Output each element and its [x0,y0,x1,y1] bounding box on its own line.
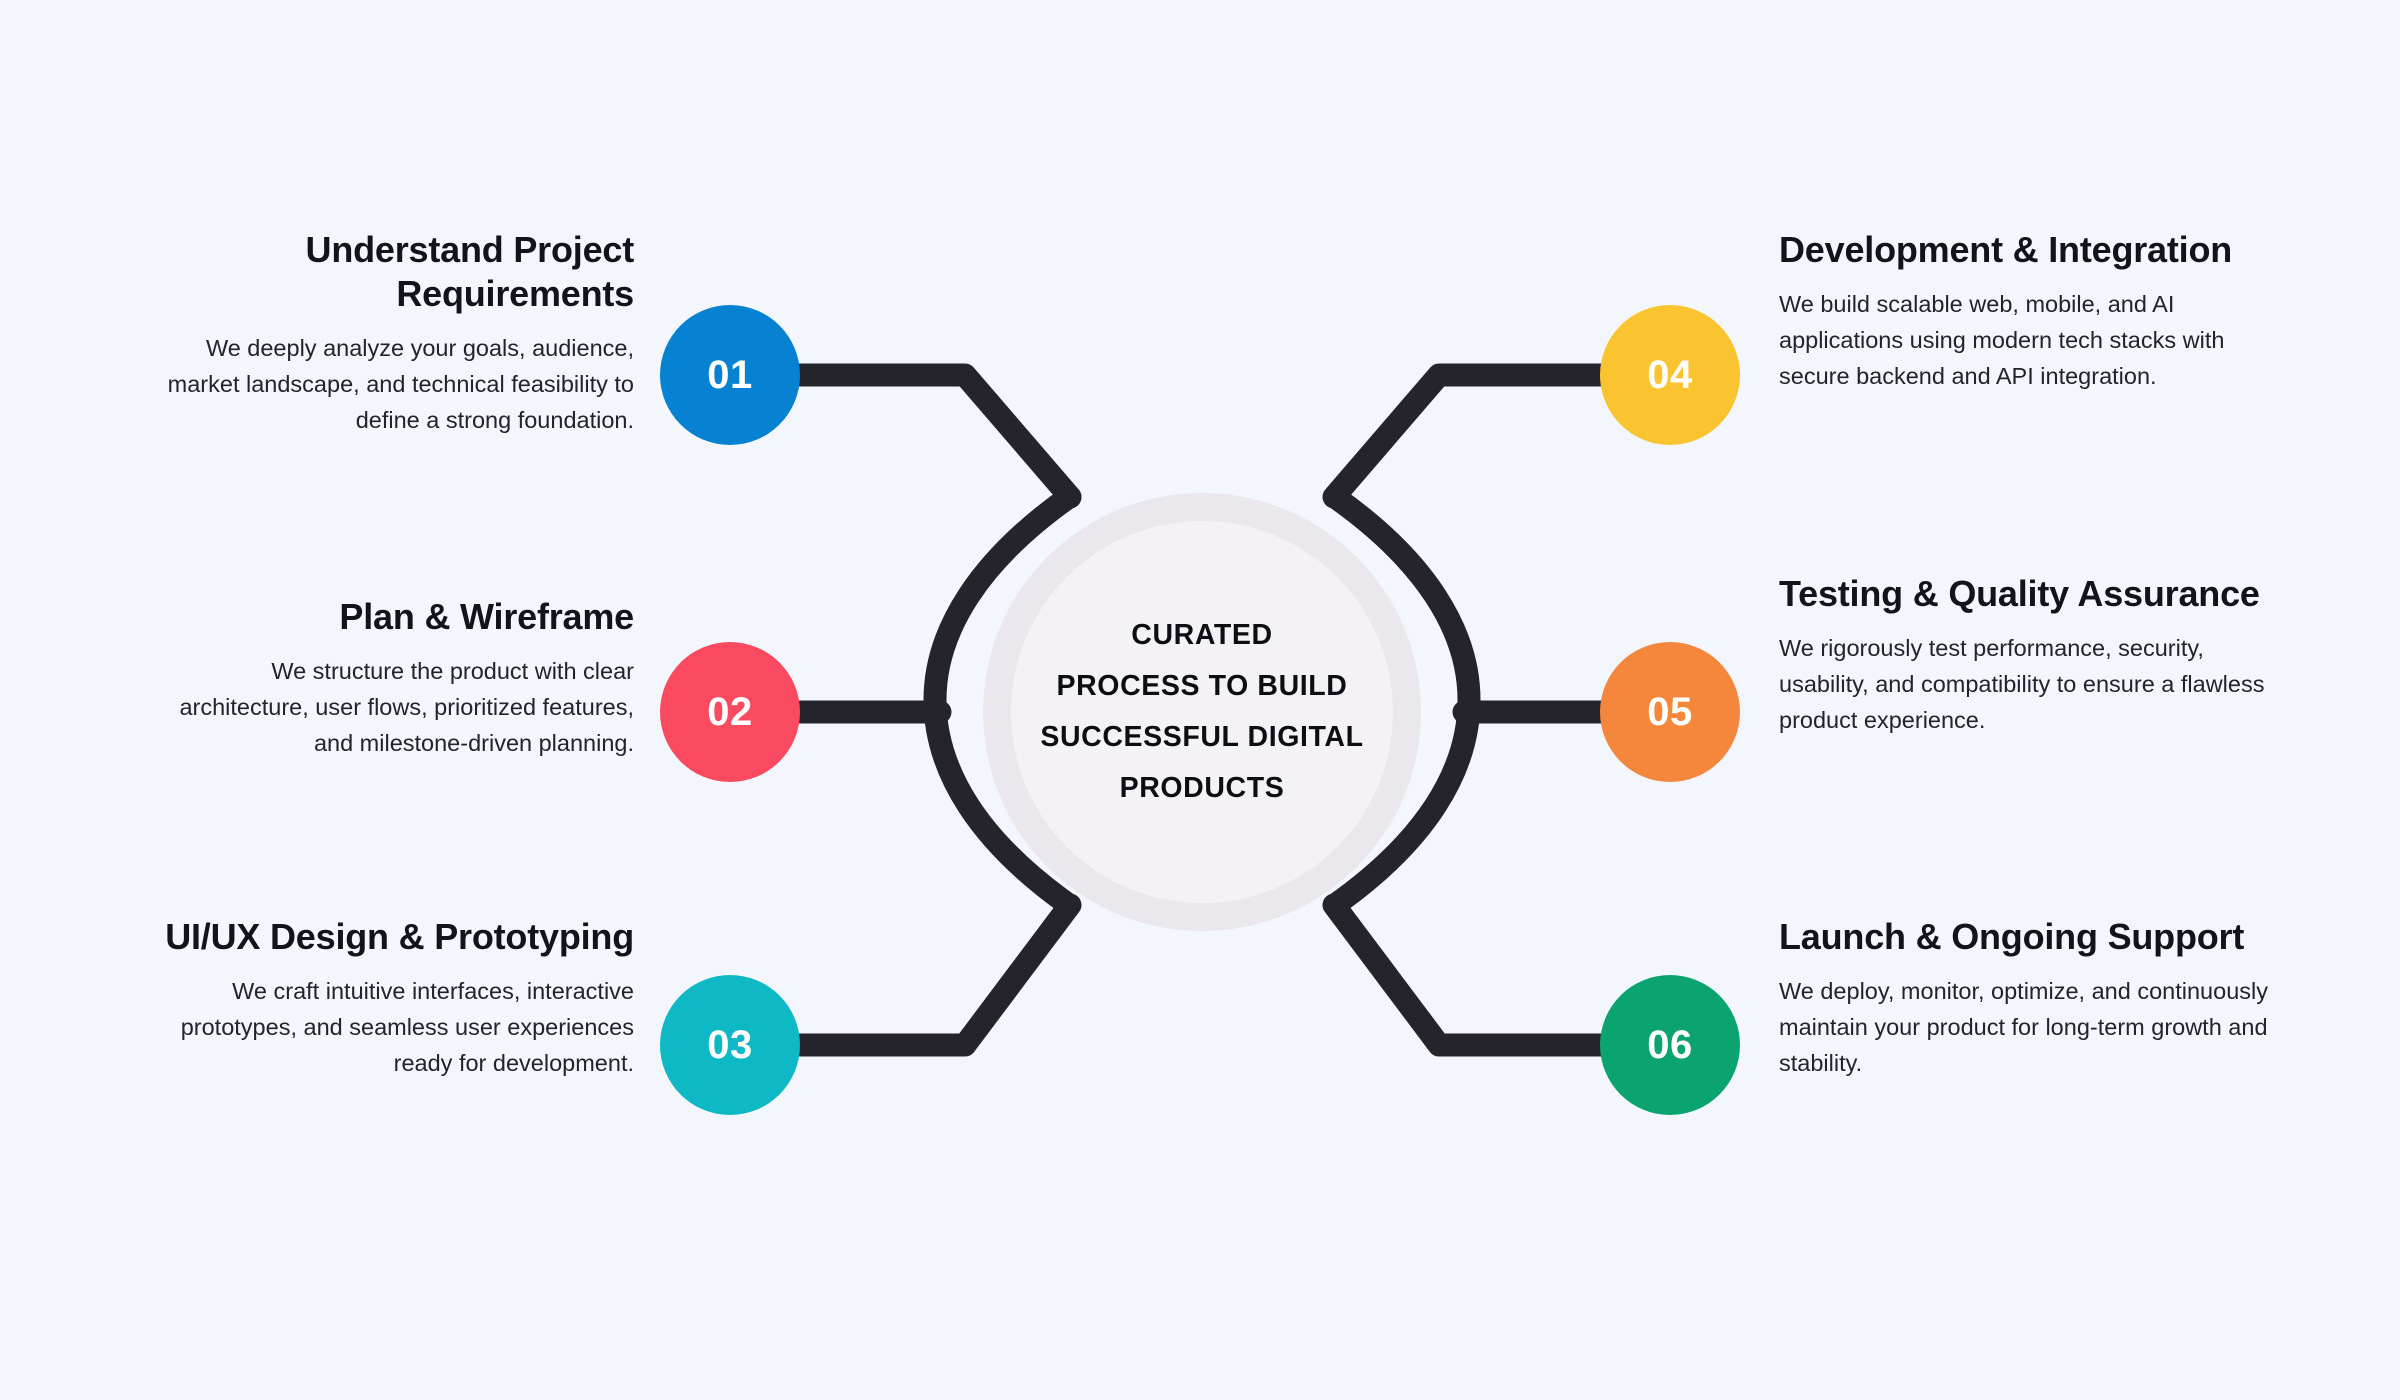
hub-title-line-2: PROCESS TO BUILD [1056,670,1348,702]
step-text-04: Development & Integration We build scala… [1779,228,2271,394]
step-number-03: 03 [707,1022,753,1067]
step-node-02[interactable]: 02 [660,642,800,782]
left-hub-arc [923,485,1081,917]
step-title-02: Plan & Wireframe [339,596,634,637]
step-node-03[interactable]: 03 [660,975,800,1115]
step-number-05: 05 [1647,689,1693,734]
step-title-03: UI/UX Design & Prototyping [165,916,634,957]
hub-inner-disc [1011,521,1393,903]
step-node-05[interactable]: 05 [1600,642,1740,782]
hub-title-line-3: SUCCESSFUL DIGITAL [1040,721,1364,753]
hub-title-line-1: CURATED [1131,619,1273,651]
connector-step-01 [788,363,1082,509]
step-node-01[interactable]: 01 [660,305,800,445]
connector-step-04 [1322,363,1616,509]
connector-step-06 [1322,893,1616,1057]
step-text-06: Launch & Ongoing Support We deploy, moni… [1779,915,2271,1081]
step-number-06: 06 [1647,1022,1693,1067]
right-hub-arc [1323,485,1481,917]
hub-title: CURATED PROCESS TO BUILD SUCCESSFUL DIGI… [1011,521,1393,903]
step-number-02: 02 [707,689,753,734]
hub-title-line-4: PRODUCTS [1119,772,1285,804]
step-title-04: Development & Integration [1779,229,2233,270]
step-node-04[interactable]: 04 [1600,305,1740,445]
connector-step-03 [788,893,1082,1057]
step-node-06[interactable]: 06 [1600,975,1740,1115]
step-description-04: We build scalable web, mobile, and AI ap… [1779,291,2225,389]
step-description-02: We structure the product with clear arch… [179,658,634,756]
step-text-01: Understand Project Requirements We deepl… [142,228,635,438]
step-text-03: UI/UX Design & Prototyping We craft intu… [142,915,634,1081]
step-title-06: Launch & Ongoing Support [1779,916,2245,957]
step-text-02: Plan & Wireframe We structure the produc… [142,595,634,761]
step-description-03: We craft intuitive interfaces, interacti… [180,978,634,1076]
step-title-01: Understand Project Requirements [305,229,635,314]
step-description-01: We deeply analyze your goals, audience, … [167,335,634,433]
step-number-01: 01 [707,352,753,397]
step-description-06: We deploy, monitor, optimize, and contin… [1779,978,2268,1076]
step-description-05: We rigorously test performance, security… [1779,635,2265,733]
step-number-04: 04 [1647,352,1693,397]
step-text-05: Testing & Quality Assurance We rigorousl… [1779,572,2271,738]
step-title-05: Testing & Quality Assurance [1779,573,2260,614]
